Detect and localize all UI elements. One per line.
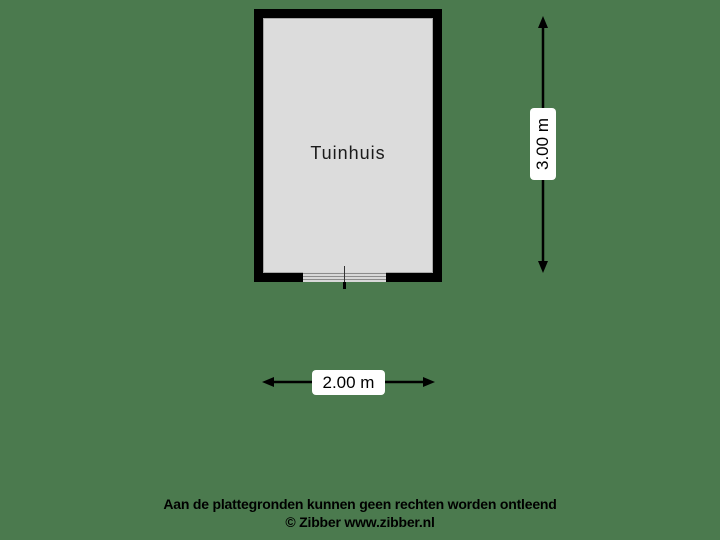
room-label: Tuinhuis	[310, 143, 386, 163]
room-floor-tuinhuis: Tuinhuis	[263, 18, 433, 273]
depth-dimension-text: 3.00 m	[533, 118, 552, 170]
door-divider-line	[344, 266, 345, 282]
depth-dimension-label: 3.00 m	[530, 108, 556, 180]
footer-copyright: © Zibber www.zibber.nl	[285, 514, 435, 530]
width-dimension-label: 2.00 m	[312, 370, 385, 395]
door-divider-stub	[343, 282, 346, 289]
footer-disclaimer: Aan de plattegronden kunnen geen rechten…	[163, 496, 557, 512]
room-walls-tuinhuis: Tuinhuis	[254, 9, 442, 282]
